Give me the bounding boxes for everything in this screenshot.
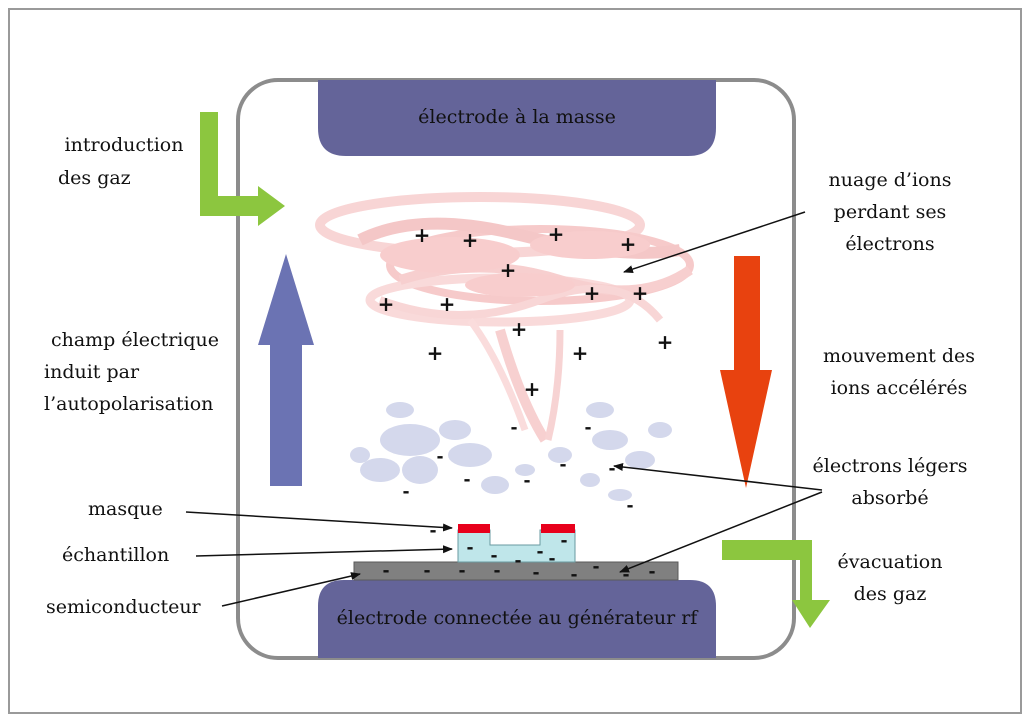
electron-minus: - <box>423 561 430 581</box>
electron-minus: - <box>429 521 436 541</box>
electron-minus: - <box>592 557 599 577</box>
electron-minus: - <box>532 563 539 583</box>
ion-plus: + <box>572 341 589 365</box>
sample-pointer <box>195 545 453 557</box>
electron-minus: - <box>493 561 500 581</box>
ion-symbols: + + + + + + + + + + + + + + <box>378 222 674 401</box>
electron-minus: - <box>608 459 615 479</box>
electron-minus: - <box>458 561 465 581</box>
electron-minus: - <box>382 561 389 581</box>
electron-minus: - <box>536 542 543 562</box>
ion-plus: + <box>378 292 395 316</box>
ion-motion-label-line1: mouvement des <box>823 345 975 367</box>
mask-label: masque <box>88 498 163 520</box>
electron-minus: - <box>514 551 521 571</box>
top-electrode-label: électrode à la masse <box>418 106 616 128</box>
electrons-pointer-1 <box>613 463 823 491</box>
semiconductor-label: semiconducteur <box>46 596 201 618</box>
electron-minus: - <box>523 471 530 491</box>
electron-minus: - <box>490 546 497 566</box>
ion-cloud <box>315 192 694 443</box>
field-label-line1: champ électrique <box>50 329 220 351</box>
field-label-line3: l’autopolarisation <box>44 393 214 415</box>
ion-plus: + <box>657 330 674 354</box>
electrons-pointer-2 <box>619 491 823 573</box>
bottom-electrode-label: électrode connectée au générateur rf <box>336 607 698 629</box>
electron-minus: - <box>466 538 473 558</box>
electron-minus: - <box>463 470 470 490</box>
semiconductor-pointer <box>221 572 361 607</box>
ion-plus: + <box>462 228 479 252</box>
electron-minus: - <box>622 565 629 585</box>
electron-minus: - <box>570 565 577 585</box>
electron-minus: - <box>626 496 633 516</box>
electric-field-arrow <box>258 254 314 486</box>
electron-minus: - <box>402 482 409 502</box>
ion-plus: + <box>511 317 528 341</box>
electron-minus: - <box>436 447 443 467</box>
electron-minus: - <box>584 418 591 438</box>
mask-right <box>541 524 575 533</box>
mask-left <box>458 524 490 533</box>
gas-inlet-label-line1: introduction <box>64 134 184 156</box>
ion-plus: + <box>548 222 565 246</box>
ion-cloud-label-line1: nuage d’ions <box>828 169 952 191</box>
electron-minus: - <box>648 562 655 582</box>
ion-plus: + <box>632 281 649 305</box>
ion-motion-label-line2: ions accélérés <box>830 377 968 399</box>
field-label-line2: induit par <box>44 361 140 383</box>
top-electrode <box>318 80 716 156</box>
sample-layer <box>457 529 576 563</box>
sample-label: échantillon <box>62 544 170 566</box>
ion-cloud-pointer <box>623 211 806 273</box>
electron-minus: - <box>559 455 566 475</box>
ion-cloud-label-line3: électrons <box>845 233 935 255</box>
electron-minus: - <box>560 531 567 551</box>
ion-plus: + <box>500 258 517 282</box>
ion-cloud-label-line2: perdant ses <box>833 201 947 223</box>
electrons-label-line1: électrons légers <box>812 455 968 477</box>
gas-outlet-label-line2: des gaz <box>853 583 927 605</box>
gas-inlet-arrow <box>200 112 285 226</box>
ion-plus: + <box>524 377 541 401</box>
ion-motion-arrow <box>720 256 772 488</box>
electron-cloud <box>350 402 672 501</box>
mask-pointer <box>185 511 453 532</box>
gas-outlet-arrow <box>722 540 830 628</box>
electron-symbols: - - - - - - - - - - - - - - - - - - - - … <box>382 418 655 585</box>
ion-plus: + <box>414 223 431 247</box>
ion-plus: + <box>584 281 601 305</box>
ion-plus: + <box>439 292 456 316</box>
electron-minus: - <box>510 418 517 438</box>
electrons-label-line2: absorbé <box>851 487 929 509</box>
gas-outlet-label-line1: évacuation <box>837 551 943 573</box>
ion-plus: + <box>427 341 444 365</box>
ion-plus: + <box>620 232 637 256</box>
electron-minus: - <box>548 549 555 569</box>
bottom-electrode <box>318 580 716 658</box>
gas-inlet-label-line2: des gaz <box>58 167 131 189</box>
